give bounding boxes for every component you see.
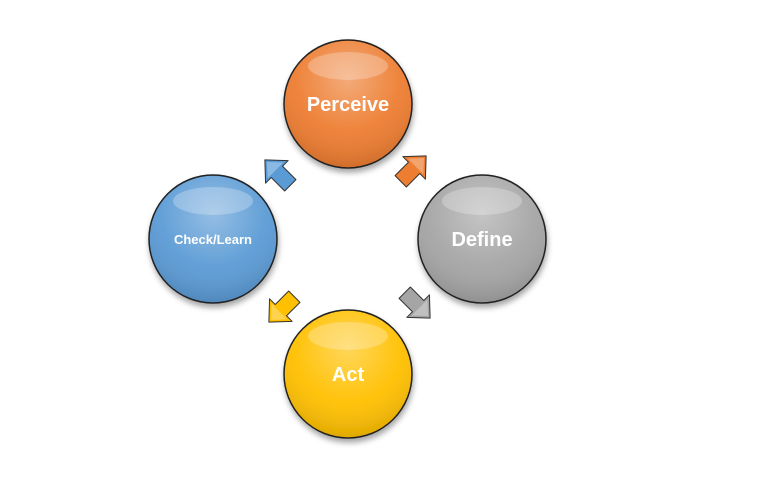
node-define-label: Define bbox=[451, 229, 512, 251]
node-check-learn-label: Check/Learn bbox=[174, 232, 252, 247]
arrow-define-to-act-highlight bbox=[411, 299, 429, 317]
arrow-check-learn-to-perceive-shape bbox=[264, 159, 297, 192]
arrow-check-learn-to-perceive-highlight bbox=[266, 161, 284, 179]
node-act bbox=[283, 309, 413, 439]
node-perceive bbox=[283, 39, 413, 169]
node-define bbox=[417, 174, 547, 304]
node-act-label: Act bbox=[332, 364, 365, 386]
node-check-learn-highlight bbox=[173, 187, 253, 215]
node-perceive-label: Perceive bbox=[307, 94, 389, 116]
node-define-highlight bbox=[442, 187, 522, 215]
arrow-perceive-to-define-shape bbox=[394, 155, 427, 188]
arrow-perceive-to-define bbox=[394, 155, 427, 188]
arrow-check-learn-to-perceive bbox=[264, 159, 297, 192]
arrow-perceive-to-define-highlight bbox=[407, 157, 425, 175]
node-act-highlight bbox=[308, 322, 388, 350]
arrow-act-to-check-learn-highlight bbox=[270, 303, 288, 321]
arrow-define-to-act-shape bbox=[398, 286, 431, 319]
node-perceive-highlight bbox=[308, 52, 388, 80]
arrow-define-to-act bbox=[398, 286, 431, 319]
node-check-learn bbox=[148, 174, 278, 304]
arrow-act-to-check-learn bbox=[268, 290, 301, 323]
arrow-act-to-check-learn-shape bbox=[268, 290, 301, 323]
